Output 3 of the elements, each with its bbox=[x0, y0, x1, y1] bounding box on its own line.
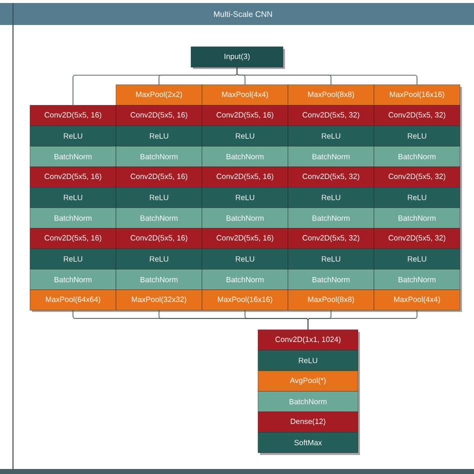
title: Multi-Scale CNN bbox=[214, 11, 272, 17]
connector-line bbox=[308, 310, 418, 330]
connector-line bbox=[236, 67, 418, 85]
